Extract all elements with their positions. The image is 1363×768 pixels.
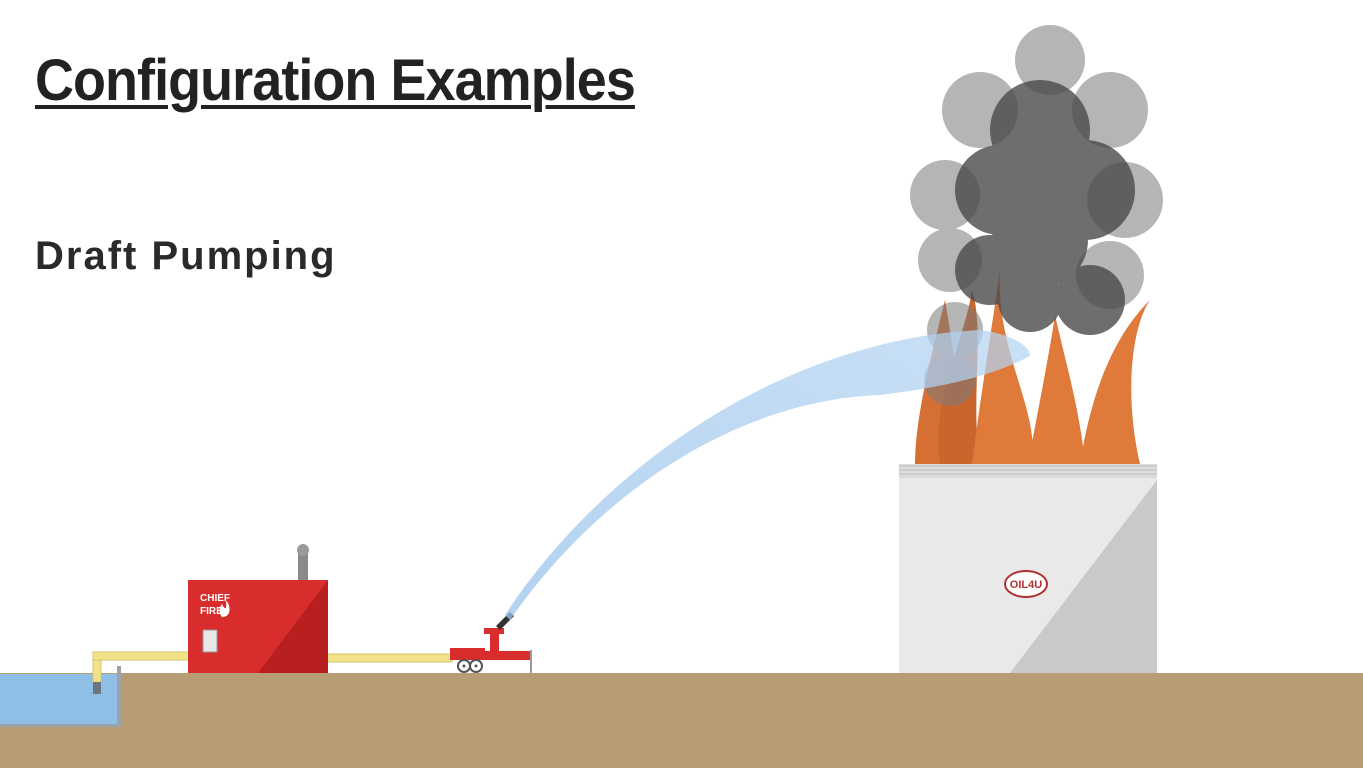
smoke-cloud	[910, 25, 1163, 406]
flame-icon	[219, 600, 230, 617]
slide-title: Configuration Examples	[35, 48, 636, 113]
monitor-trailer	[450, 612, 532, 673]
ground	[0, 673, 1363, 768]
water-source	[0, 674, 120, 724]
supply-hose	[325, 653, 453, 663]
pump-logo: CHIEF	[200, 593, 230, 604]
storage-tank: OIL4U	[899, 464, 1157, 673]
slide-subtitle: Draft Pumping	[35, 234, 337, 278]
water-pit-wall	[117, 666, 121, 726]
water-stream	[505, 330, 1030, 620]
pump-unit: CHIEF FIRE	[188, 544, 328, 673]
svg-text:FIRE: FIRE	[200, 606, 223, 617]
tank-logo: OIL4U	[1010, 579, 1042, 591]
